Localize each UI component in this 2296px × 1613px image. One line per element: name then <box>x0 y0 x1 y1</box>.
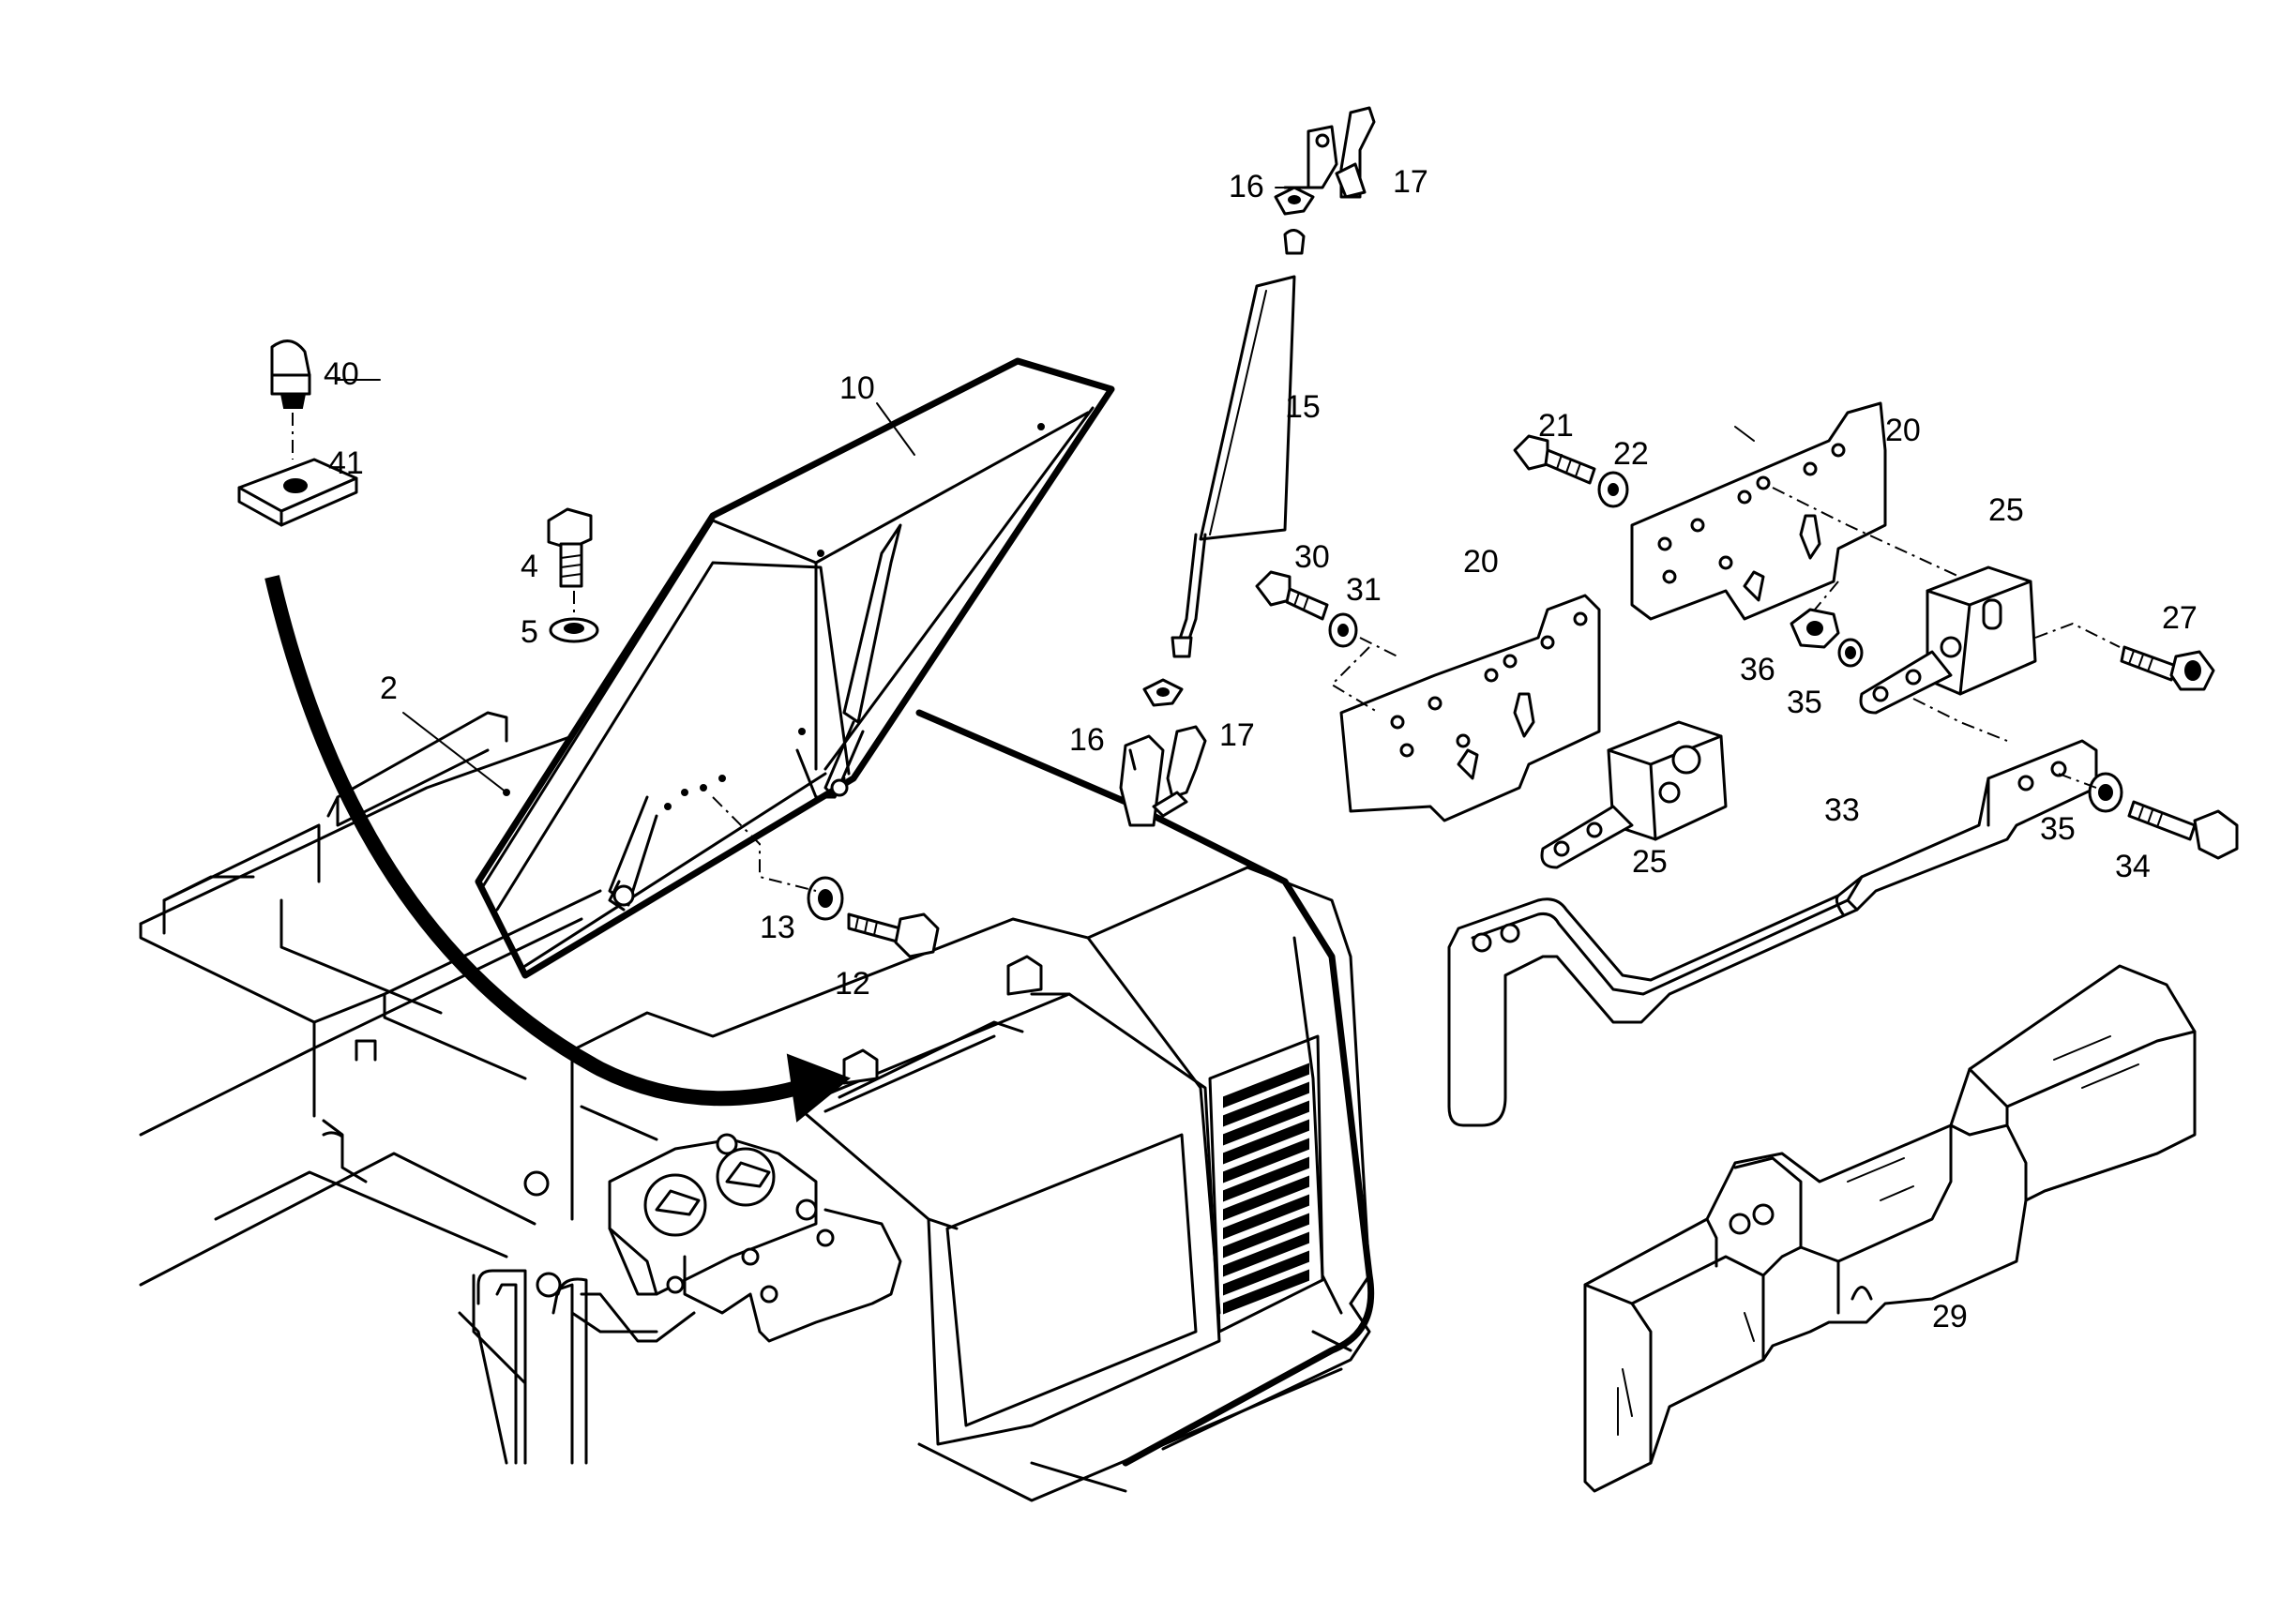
part-31-washer <box>1328 612 1358 648</box>
callout-25-left: 25 <box>1632 844 1668 880</box>
part-29-cover <box>1583 964 2197 1493</box>
callout-16-bottom: 16 <box>1069 722 1105 758</box>
part-nut-bottom <box>1142 678 1184 707</box>
callout-2: 2 <box>380 671 398 706</box>
callout-36: 36 <box>1740 652 1775 687</box>
callout-31: 31 <box>1346 572 1382 608</box>
part-4-bolt <box>547 507 593 588</box>
callout-4: 4 <box>521 549 538 584</box>
callout-10: 10 <box>839 370 875 406</box>
part-5-washer <box>549 591 599 643</box>
hood-lid <box>475 357 1115 979</box>
part-12-bolt <box>847 912 940 958</box>
callout-30: 30 <box>1294 539 1330 575</box>
callout-17-top: 17 <box>1393 164 1428 200</box>
part-27-bolt <box>2034 622 2215 691</box>
callout-21: 21 <box>1538 408 1574 444</box>
callout-40: 40 <box>324 356 359 392</box>
part-25-right-hinge <box>1859 565 2037 715</box>
part-35-left-washer <box>1837 638 1864 668</box>
part-17-bottom-clip <box>1152 725 1207 818</box>
callout-29: 29 <box>1932 1299 1968 1334</box>
callout-33: 33 <box>1824 792 1860 828</box>
callout-17-bottom: 17 <box>1219 717 1255 753</box>
callout-25-right: 25 <box>1988 492 2024 528</box>
part-40-plug <box>270 339 311 460</box>
callout-16-top: 16 <box>1229 169 1264 204</box>
part-20-back-plate <box>1630 401 1971 621</box>
callout-20-front: 20 <box>1463 544 1499 580</box>
part-34-bolt <box>2127 800 2239 860</box>
part-41-square-nut <box>237 458 358 527</box>
part-33-link-bar <box>1447 739 2098 1127</box>
callout-5: 5 <box>521 614 538 650</box>
callout-35-right: 35 <box>2040 811 2076 847</box>
callout-20-back: 20 <box>1885 413 1921 448</box>
part-13-washer <box>807 876 844 921</box>
leader-lines <box>337 187 1755 796</box>
callout-12: 12 <box>835 966 870 1002</box>
part-21-bolt <box>1513 434 1596 485</box>
part-36-nut <box>1790 608 1840 649</box>
part-35-right-washer <box>2088 772 2123 813</box>
callout-35-left: 35 <box>1787 685 1822 720</box>
part-16-bottom-fork <box>1119 734 1165 827</box>
part-17-top-clip <box>1335 106 1376 199</box>
part-30-bolt <box>1255 570 1329 621</box>
part-22-washer <box>1597 471 1629 508</box>
callout-34: 34 <box>2115 849 2151 884</box>
part-20-front-plate <box>1330 594 1601 822</box>
callout-15: 15 <box>1285 389 1321 425</box>
callout-27: 27 <box>2162 600 2198 636</box>
part-25-left-hinge <box>1540 720 1728 869</box>
part-16-top-fork <box>1283 125 1338 189</box>
grille-slats <box>1223 1063 1309 1315</box>
callout-41: 41 <box>328 445 364 481</box>
direction-arrow <box>264 575 851 1123</box>
part-nut-top <box>1274 186 1315 216</box>
callout-labels: 2 4 5 10 12 13 15 16 17 16 17 20 20 21 2… <box>324 164 2198 1334</box>
callout-13: 13 <box>760 910 795 945</box>
callout-22: 22 <box>1613 436 1649 472</box>
machine-body <box>139 709 1375 1502</box>
part-15-gas-strut <box>1171 229 1306 658</box>
